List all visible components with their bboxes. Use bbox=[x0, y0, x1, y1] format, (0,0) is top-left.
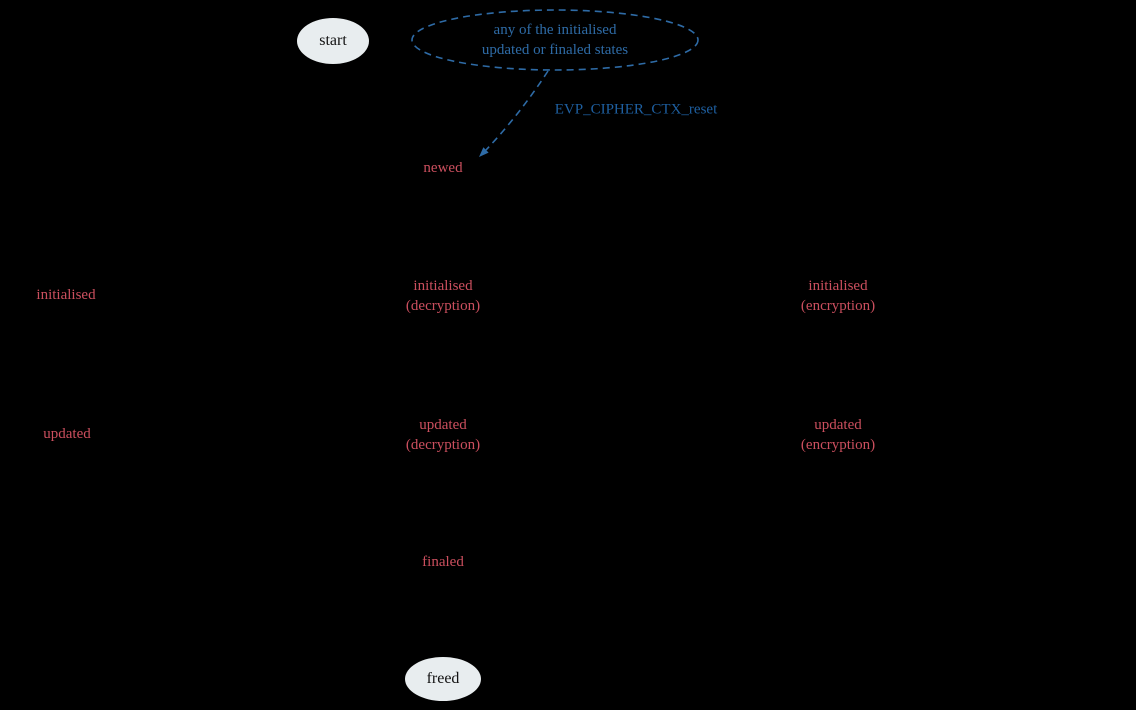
state-initialised-encryption: initialised (encryption) bbox=[801, 276, 875, 316]
any-states-dashed-ellipse bbox=[411, 9, 699, 71]
state-initialised-decryption: initialised (decryption) bbox=[406, 276, 480, 316]
any-states-label-line2: updated or finaled states bbox=[481, 42, 629, 58]
reset-edge-line bbox=[485, 70, 549, 151]
state-initialised-decryption-line2: (decryption) bbox=[405, 298, 481, 314]
state-updated-decryption: updated (decryption) bbox=[406, 415, 480, 455]
state-updated-encryption: updated (encryption) bbox=[801, 415, 875, 455]
state-initialised-encryption-line1: initialised bbox=[808, 278, 868, 294]
start-node: start bbox=[297, 18, 369, 64]
state-updated-line1: updated bbox=[43, 426, 91, 442]
state-initialised-line1: initialised bbox=[36, 287, 96, 303]
state-updated: updated bbox=[43, 424, 90, 444]
state-initialised-decryption-line1: initialised bbox=[413, 278, 473, 294]
state-newed-line1: newed bbox=[423, 160, 463, 176]
state-newed: newed bbox=[423, 158, 462, 178]
state-updated-decryption-line1: updated bbox=[419, 417, 467, 433]
any-states-label-line1: any of the initialised bbox=[493, 22, 617, 38]
freed-label: freed bbox=[426, 670, 460, 687]
any-states-label: any of the initialised updated or finale… bbox=[482, 20, 628, 60]
freed-node: freed bbox=[405, 657, 481, 701]
start-label: start bbox=[319, 32, 347, 49]
state-initialised: initialised bbox=[36, 285, 95, 305]
state-updated-encryption-line2: (encryption) bbox=[800, 437, 876, 453]
state-initialised-encryption-line2: (encryption) bbox=[800, 298, 876, 314]
state-finaled: finaled bbox=[422, 552, 464, 572]
reset-edge-arrowhead bbox=[479, 147, 489, 157]
state-updated-encryption-line1: updated bbox=[814, 417, 862, 433]
state-finaled-line1: finaled bbox=[422, 554, 464, 570]
reset-edge-label: EVP_CIPHER_CTX_reset bbox=[554, 101, 718, 118]
state-updated-decryption-line2: (decryption) bbox=[405, 437, 481, 453]
